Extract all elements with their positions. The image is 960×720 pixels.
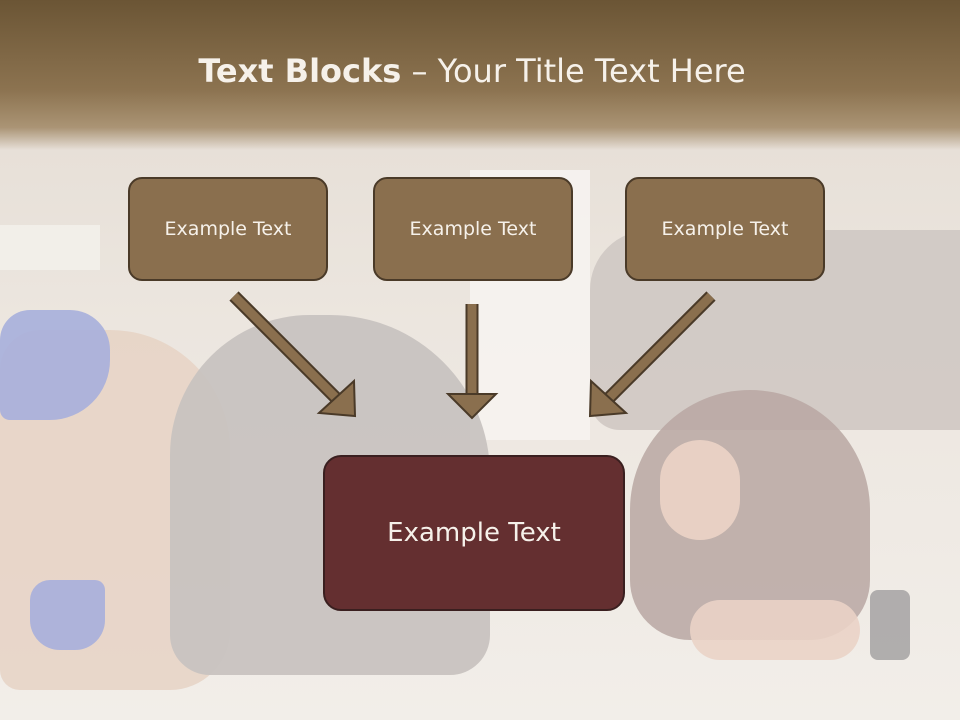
slide-title[interactable]: Text Blocks – Your Title Text Here	[0, 52, 944, 90]
text-block-2[interactable]: Example Text	[373, 177, 573, 281]
text-block-main[interactable]: Example Text	[323, 455, 625, 611]
title-rest: Your Title Text Here	[437, 52, 746, 90]
photo-shoe	[0, 310, 110, 420]
title-dash: –	[401, 52, 438, 90]
photo-arm	[690, 600, 860, 660]
photo-bottle	[870, 590, 910, 660]
header-band	[0, 0, 960, 150]
photo-shoe	[30, 580, 105, 650]
text-block-label: Example Text	[164, 218, 292, 240]
text-block-1[interactable]: Example Text	[128, 177, 328, 281]
photo-table	[0, 225, 100, 270]
title-bold: Text Blocks	[198, 52, 402, 90]
text-block-label: Example Text	[409, 218, 537, 240]
text-block-label: Example Text	[661, 218, 789, 240]
text-block-main-label: Example Text	[387, 518, 561, 548]
text-block-3[interactable]: Example Text	[625, 177, 825, 281]
photo-face	[660, 440, 740, 540]
